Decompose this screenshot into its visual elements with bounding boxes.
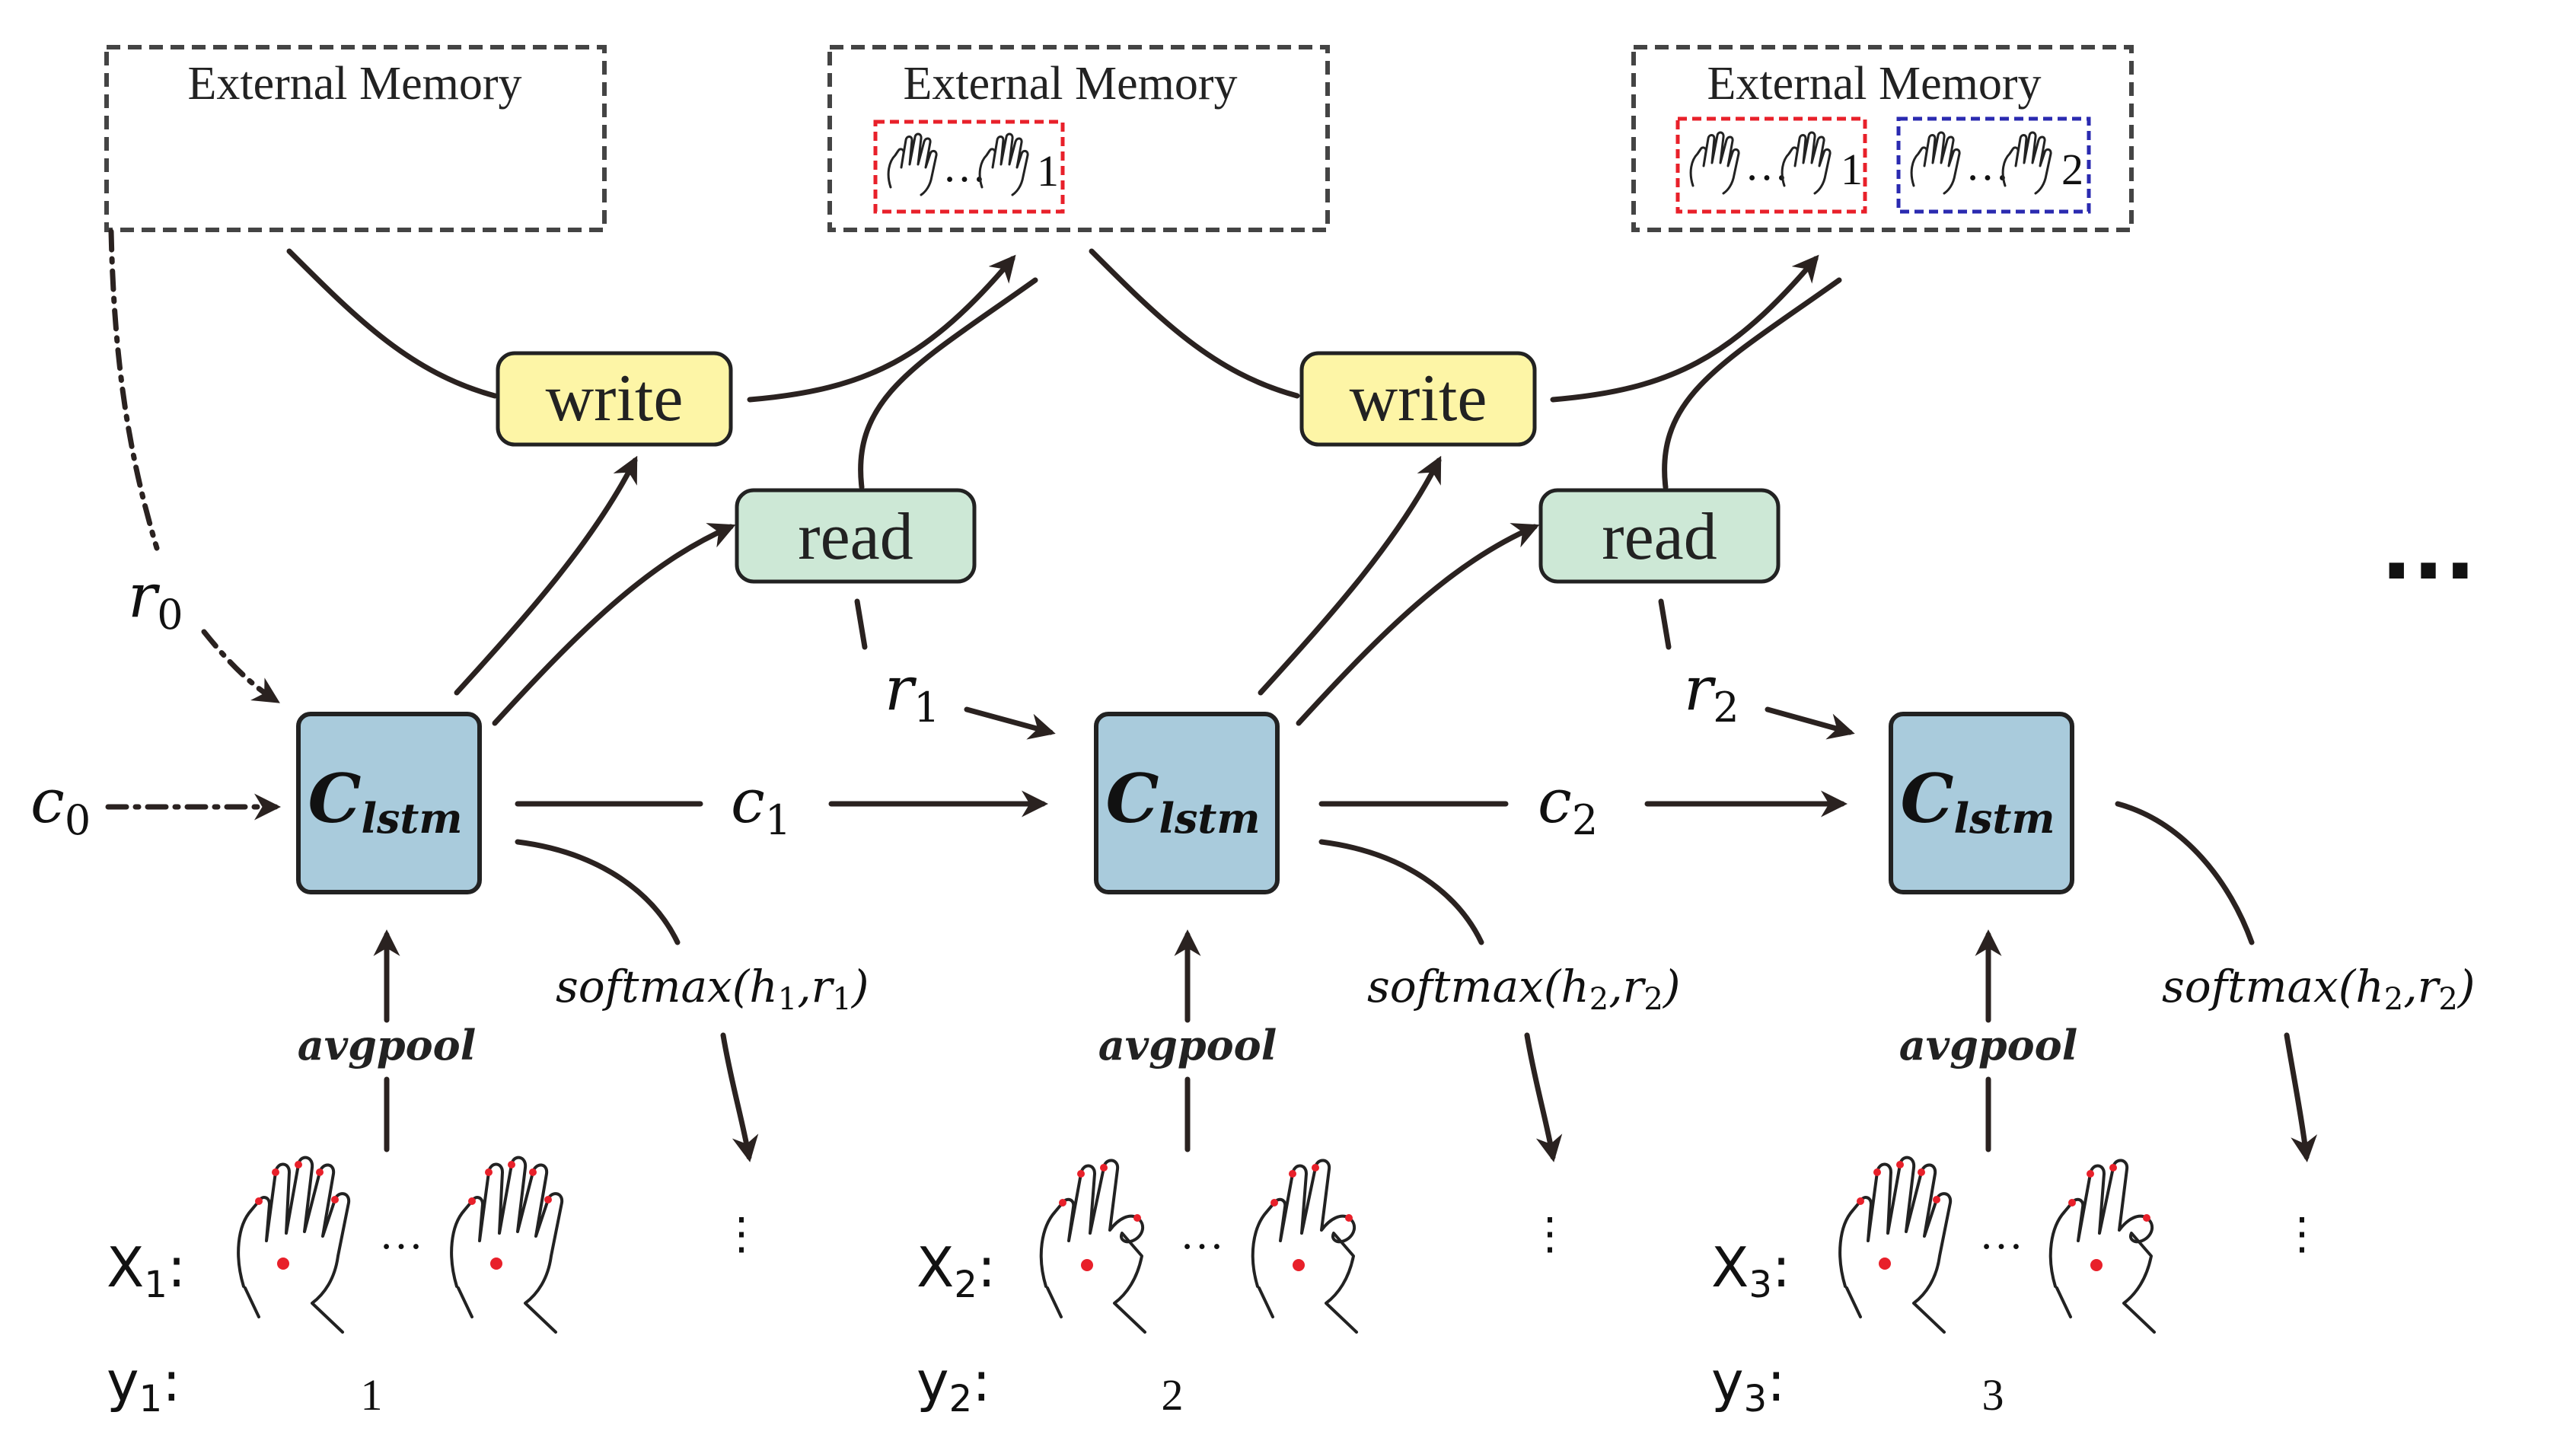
memory-title: External Memory <box>187 58 521 110</box>
hand-icon <box>978 132 1029 196</box>
read-box-1: read <box>735 488 977 584</box>
slot-ellipsis: … <box>1965 140 2010 190</box>
softmax1-to-output1 <box>720 1032 759 1162</box>
write1-to-memory2 <box>747 254 1016 403</box>
r1-to-lstm2 <box>964 706 1056 740</box>
memory-title: External Memory <box>1707 58 2041 110</box>
external-memory-1: External Memory <box>104 45 607 232</box>
sequence-ellipsis: … <box>379 1209 423 1258</box>
lstm1-to-write1 <box>454 455 638 696</box>
memory-slot-1: … 1 <box>1675 116 1867 214</box>
hand-icon <box>1689 131 1740 195</box>
sequence-ellipsis: … <box>1979 1209 2023 1258</box>
memory2-to-write2 <box>1089 248 1300 399</box>
r1-label: r1 <box>885 653 940 732</box>
slot-ellipsis: … <box>942 142 987 191</box>
lstm-cell-2: Clstm <box>1094 712 1280 894</box>
continuation-ellipsis: ... <box>2380 501 2476 598</box>
memory-slot-1: … 1 <box>873 120 1065 214</box>
external-memory-2: External Memory … 1 <box>827 45 1330 232</box>
slot-index: 1 <box>1037 146 1059 196</box>
c0-label: c0 <box>30 766 91 844</box>
softmax-label-2: softmax(h2,r2) <box>1367 961 1680 1017</box>
read-box-2: read <box>1538 488 1781 584</box>
memory-slot-2: … 2 <box>1896 116 2091 214</box>
output-vdots-1: ⋮ <box>719 1209 764 1258</box>
hand-icon <box>2048 1159 2156 1334</box>
memory1-to-r0 <box>108 228 160 551</box>
lstm2-to-read2 <box>1296 523 1540 726</box>
write-label: write <box>1350 362 1487 435</box>
r0-label: r0 <box>128 560 183 639</box>
write-label: write <box>546 362 684 435</box>
hand-icon <box>237 1156 351 1334</box>
hand-icon <box>1910 131 1961 195</box>
softmax-label-3: softmax(h2,r2) <box>2162 961 2475 1017</box>
c2-label: c2 <box>1538 766 1598 844</box>
lstm2-to-softmax2 <box>1318 839 1484 945</box>
avgpool-label-1: avgpool <box>298 1021 476 1069</box>
hand-icon <box>887 132 938 196</box>
y1-value: 1 <box>361 1370 383 1420</box>
x1-label: X1: <box>107 1235 186 1306</box>
slot-index: 2 <box>2061 145 2083 194</box>
y1-label: y1: <box>107 1350 180 1420</box>
memory1-to-write1 <box>286 248 498 399</box>
lstm3-to-softmax3 <box>2115 801 2255 945</box>
hand-icon <box>1781 131 1832 195</box>
c1-label: c1 <box>731 766 791 844</box>
r0-to-lstm1 <box>201 629 280 703</box>
input-sequence-2: … ⋮ <box>1039 1159 1572 1334</box>
softmax-label-1: softmax(h1,r1) <box>556 961 869 1017</box>
input-sequence-3: … ⋮ <box>1838 1156 2324 1334</box>
input-sequence-1: … ⋮ <box>237 1156 764 1334</box>
read2-to-r2 <box>1658 598 1672 650</box>
lstm1-to-softmax1 <box>515 839 681 945</box>
softmax2-to-output2 <box>1524 1032 1563 1162</box>
read1-to-memory2 <box>858 277 1038 490</box>
read-label: read <box>798 500 913 574</box>
hand-icon <box>1039 1159 1146 1334</box>
write-box-2: write <box>1299 351 1537 447</box>
lstm-cell-3: Clstm <box>1889 712 2074 894</box>
write2-to-memory3 <box>1550 254 1819 403</box>
read2-to-memory3 <box>1662 277 1842 490</box>
lstm-label: Clstm <box>308 759 462 843</box>
hand-icon <box>450 1156 564 1334</box>
hand-icon <box>2001 131 2052 195</box>
memory-title: External Memory <box>903 58 1237 110</box>
output-vdots-3: ⋮ <box>2280 1209 2324 1258</box>
lstm-cell-1: Clstm <box>296 712 482 894</box>
lstm-label: Clstm <box>1105 759 1260 843</box>
r2-to-lstm3 <box>1765 706 1855 740</box>
sequence-ellipsis: … <box>1180 1209 1224 1258</box>
hand-icon <box>1838 1156 1953 1334</box>
lstm-label: Clstm <box>1900 759 2055 843</box>
x2-label: X2: <box>917 1235 996 1306</box>
slot-ellipsis: … <box>1745 140 1789 190</box>
y3-value: 3 <box>1982 1370 2004 1420</box>
read-label: read <box>1602 500 1717 574</box>
x3-label: X3: <box>1711 1235 1790 1306</box>
read1-to-r1 <box>854 598 868 650</box>
avgpool-label-3: avgpool <box>1899 1021 2077 1069</box>
avgpool-label-2: avgpool <box>1098 1021 1277 1069</box>
r2-label: r2 <box>1684 653 1739 732</box>
y2-label: y2: <box>917 1350 990 1420</box>
hand-icon <box>1251 1159 1358 1334</box>
connections <box>105 228 2318 1162</box>
external-memory-3: External Memory … 1 … 2 <box>1631 45 2134 232</box>
slot-index: 1 <box>1841 145 1863 194</box>
y3-label: y3: <box>1711 1350 1785 1420</box>
output-vdots-2: ⋮ <box>1528 1209 1572 1258</box>
write-box-1: write <box>496 351 733 447</box>
y2-value: 2 <box>1162 1370 1184 1420</box>
softmax3-to-output3 <box>2284 1032 2318 1162</box>
lstm2-to-write2 <box>1258 455 1442 696</box>
lstm1-to-read1 <box>492 523 736 726</box>
